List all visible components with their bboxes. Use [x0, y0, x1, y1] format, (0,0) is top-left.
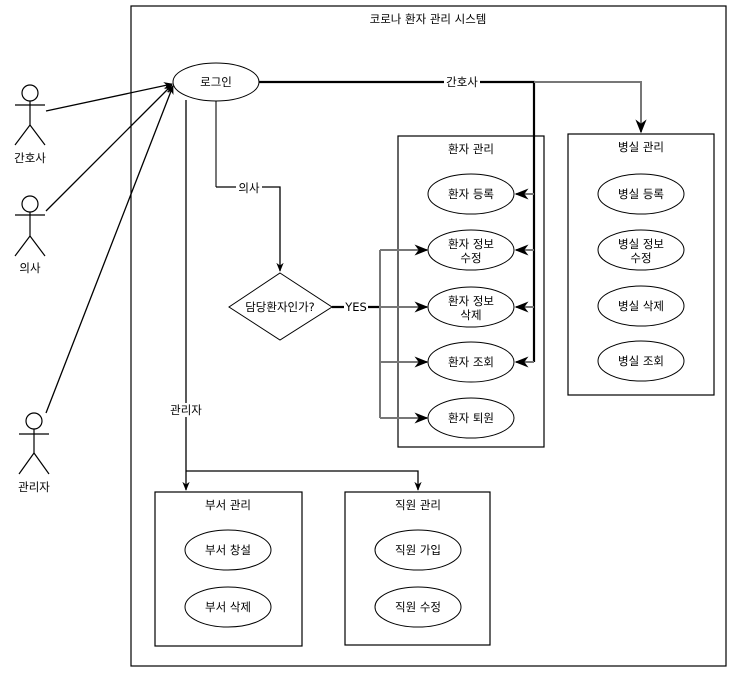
use-case-label-line2: 수정 — [630, 251, 651, 265]
actor-admin-head — [25, 412, 43, 430]
use-case-ellipse — [374, 586, 462, 628]
use-case-ellipse — [427, 341, 515, 383]
use-case-label-line2: 삭제 — [460, 308, 481, 322]
use-case-login-ellipse — [172, 62, 260, 102]
assoc-admin-login — [45, 85, 174, 414]
use-case-ellipse — [597, 173, 685, 215]
use-case-ellipse — [427, 229, 515, 271]
use-case-patient-3[interactable]: 환자 조회 — [427, 341, 515, 383]
use-case-ellipse — [374, 529, 462, 571]
use-case-patient-4[interactable]: 환자 퇴원 — [427, 397, 515, 439]
edge-label-yes: YES — [344, 300, 367, 314]
use-case-label: 병실 조회 — [618, 354, 664, 368]
edge-admin-staff — [186, 470, 422, 491]
use-case-staff-1[interactable]: 직원 수정 — [374, 586, 462, 628]
use-case-patient-0[interactable]: 환자 등록 — [427, 173, 515, 215]
use-case-label: 부서 창설 — [205, 543, 251, 557]
use-case-ellipse — [427, 173, 515, 215]
use-case-label: 병실 등록 — [618, 187, 664, 201]
use-case-staff-0[interactable]: 직원 가입 — [374, 529, 462, 571]
actor-nurse-head — [21, 84, 39, 102]
use-case-label: 병실 정보 — [618, 237, 664, 251]
decision-label: 담당환자인가? — [245, 300, 315, 314]
use-case-login[interactable]: 로그인 — [172, 62, 260, 102]
use-case-dept-0[interactable]: 부서 창설 — [184, 529, 272, 571]
use-case-ellipse — [597, 285, 685, 327]
use-case-ellipse — [427, 286, 515, 328]
use-case-ellipse — [597, 340, 685, 382]
edge-nurse-room — [534, 81, 647, 134]
assoc-nurse-login — [45, 82, 173, 112]
use-case-room-2[interactable]: 병실 삭제 — [597, 285, 685, 327]
use-case-label: 환자 등록 — [448, 187, 494, 201]
use-case-dept-1[interactable]: 부서 삭제 — [184, 586, 272, 628]
use-case-label: 환자 퇴원 — [448, 411, 494, 425]
edge-label-doctor: 의사 — [238, 181, 260, 195]
package-staff-management-title: 직원 관리 — [395, 498, 441, 512]
use-case-label: 직원 가입 — [395, 543, 441, 557]
actor-doctor-head — [21, 195, 39, 213]
actor-admin[interactable]: 관리자 — [18, 412, 50, 494]
actor-doctor[interactable]: 의사 — [14, 195, 46, 275]
actor-nurse-label: 간호사 — [14, 151, 46, 165]
use-case-ellipse — [184, 529, 272, 571]
actor-admin-label: 관리자 — [18, 480, 50, 494]
use-case-label: 환자 정보 — [448, 294, 494, 308]
decision-diamond[interactable] — [228, 272, 333, 341]
actor-doctor-label: 의사 — [19, 261, 41, 275]
use-case-label: 환자 정보 — [448, 237, 494, 251]
edge-label-nurse: 간호사 — [446, 75, 478, 89]
use-case-ellipse — [427, 397, 515, 439]
use-case-ellipse — [597, 229, 685, 271]
actor-nurse[interactable]: 간호사 — [14, 84, 46, 165]
use-case-room-3[interactable]: 병실 조회 — [597, 340, 685, 382]
system-title: 코로나 환자 관리 시스템 — [370, 12, 487, 26]
assoc-doctor-login — [45, 84, 173, 212]
use-case-label: 병실 삭제 — [618, 299, 664, 313]
use-case-label: 직원 수정 — [395, 600, 441, 614]
package-room-management-title: 병실 관리 — [618, 140, 664, 154]
package-patient-management-title: 환자 관리 — [448, 142, 494, 156]
use-case-ellipse — [184, 586, 272, 628]
use-case-label: 환자 조회 — [448, 355, 494, 369]
package-dept-management-title: 부서 관리 — [205, 498, 251, 512]
use-case-label-line2: 수정 — [460, 251, 481, 265]
use-case-room-0[interactable]: 병실 등록 — [597, 173, 685, 215]
use-case-login-label: 로그인 — [200, 75, 232, 89]
use-case-label: 부서 삭제 — [205, 600, 251, 614]
edge-label-admin: 관리자 — [170, 403, 202, 417]
